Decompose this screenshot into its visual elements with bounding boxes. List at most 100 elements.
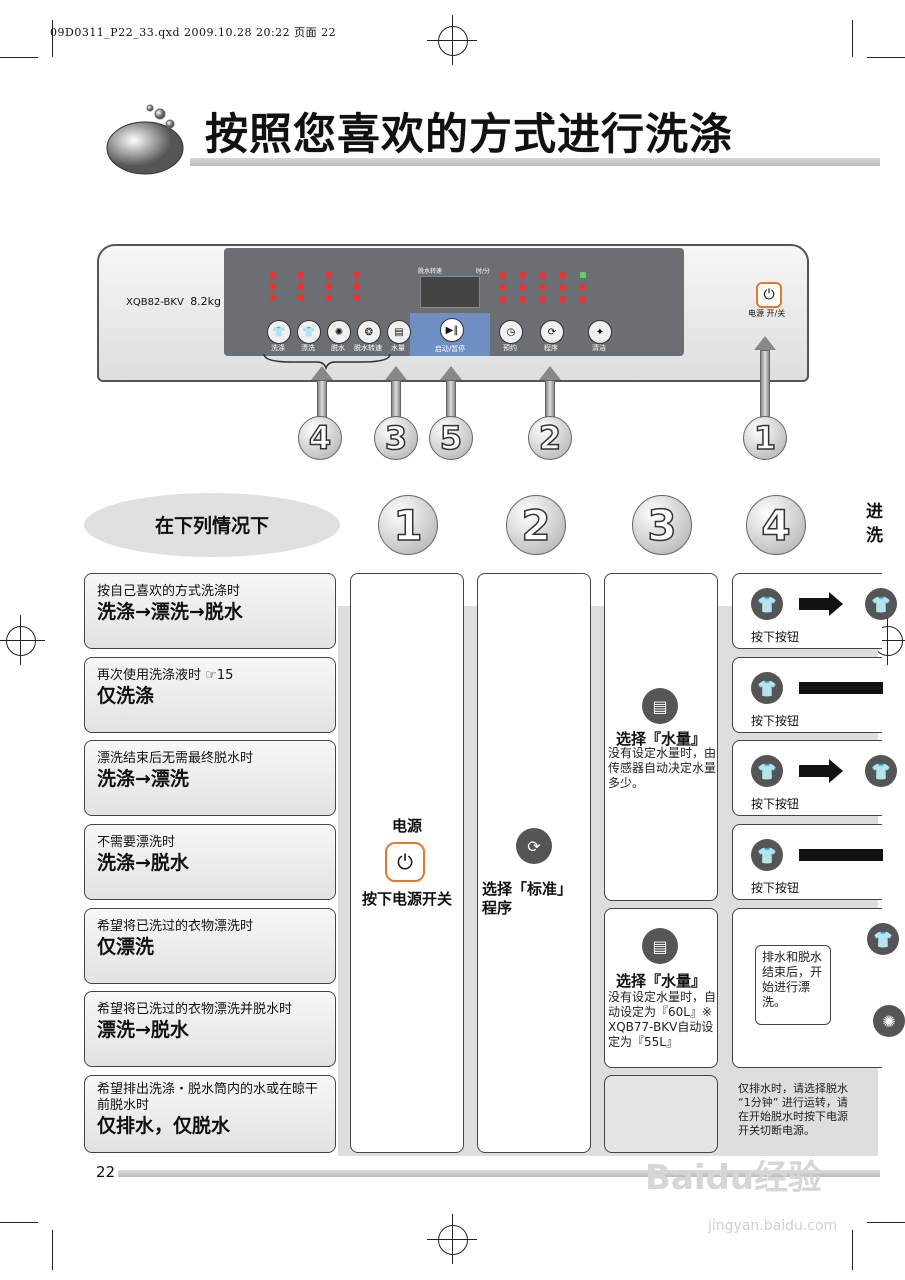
bar-line bbox=[799, 849, 883, 861]
arrow-shaft bbox=[446, 380, 456, 420]
condition-card: 希望排出洗涤・脱水筒内的水或在晾干前脱水时 仅排水，仅脱水 bbox=[84, 1075, 336, 1153]
crop-mark bbox=[0, 1222, 38, 1223]
spin-icon: ✺ bbox=[873, 1005, 905, 1037]
registration-mark bbox=[0, 615, 45, 665]
spin-button[interactable]: ✺ bbox=[327, 320, 351, 344]
wash-icon: 👕 bbox=[751, 672, 783, 704]
step-number: 1 bbox=[378, 495, 438, 555]
program-button[interactable]: ⟳ bbox=[540, 320, 564, 344]
spin-speed-button[interactable]: ❂ bbox=[357, 320, 381, 344]
page-reference: 15 bbox=[216, 668, 234, 683]
timer-button[interactable]: ◷ bbox=[499, 320, 523, 344]
condition-main: 洗涤→漂洗 bbox=[97, 768, 189, 790]
step3b-text: 没有设定水量时，自动设定为『60L』※ XQB77-BKV自动设定为『55L』 bbox=[608, 990, 717, 1049]
condition-sub: 不需要漂洗时 bbox=[97, 835, 176, 850]
condition-main: 仅漂洗 bbox=[97, 936, 155, 958]
water-level-icon: ▤ bbox=[642, 688, 678, 724]
rinse-note: 排水和脱水结束后，开始进行漂洗。 bbox=[762, 950, 823, 1009]
step4-row: 👕 👕 按下按钮 bbox=[732, 573, 897, 649]
wash-icon: 👕 bbox=[751, 755, 783, 787]
step4-row: 👕 按下按钮 bbox=[732, 657, 883, 733]
step5-fragment-char: 洗 bbox=[866, 526, 883, 546]
spin-speed-button-label: 脱水转速 bbox=[354, 344, 382, 352]
program-led-group bbox=[500, 272, 586, 302]
clean-button-label: 清洁 bbox=[592, 344, 606, 352]
page-number: 22 bbox=[96, 1163, 116, 1181]
step2-action: 选择「标准」程序 bbox=[482, 880, 573, 917]
step3a-title: 选择『水量』 bbox=[615, 730, 706, 748]
condition-main: 洗涤→漂洗→脱水 bbox=[97, 601, 243, 623]
crop-mark bbox=[852, 1230, 853, 1270]
press-button-label: 按下按钮 bbox=[751, 881, 800, 895]
rinse-button[interactable]: 👕 bbox=[297, 320, 321, 344]
condition-card: 按自己喜欢的方式洗涤时 洗涤→漂洗→脱水 bbox=[84, 573, 336, 649]
program-icon: ⟳ bbox=[516, 828, 552, 864]
rinse-icon: 👕 bbox=[865, 755, 897, 787]
lcd-label-time: 时/分 bbox=[476, 268, 491, 275]
bar-line bbox=[799, 682, 883, 694]
callout-number: 1 bbox=[743, 416, 787, 460]
water-level-button[interactable]: ▤ bbox=[387, 320, 411, 344]
model-capacity: 8.2kg bbox=[190, 295, 222, 308]
step-number: 4 bbox=[746, 495, 806, 555]
condition-card: 希望将已洗过的衣物漂洗时 仅漂洗 bbox=[84, 908, 336, 984]
watermark-url: jingyan.baidu.com bbox=[708, 1218, 838, 1234]
print-header: 09D0311_P22_33.qxd 2009.10.28 20:22 页面 2… bbox=[50, 26, 337, 39]
crop-mark bbox=[0, 57, 38, 58]
step-number: 2 bbox=[506, 495, 566, 555]
model-code: XQB82-BKV bbox=[126, 297, 184, 308]
step-number: 3 bbox=[632, 495, 692, 555]
arrow-head bbox=[440, 366, 462, 380]
power-button[interactable]: ⏻ bbox=[756, 282, 782, 308]
condition-card: 希望将已洗过的衣物漂洗并脱水时 漂洗→脱水 bbox=[84, 991, 336, 1067]
clean-button[interactable]: ✦ bbox=[588, 320, 612, 344]
lcd-label-speed: 脱水转速 bbox=[418, 268, 443, 275]
step4-row: 👕 按下按钮 bbox=[732, 824, 883, 900]
note-box: 排水和脱水结束后，开始进行漂洗。 bbox=[755, 945, 831, 1025]
arrow-shaft bbox=[391, 380, 401, 420]
rinse-button-label: 漂洗 bbox=[301, 344, 315, 352]
model-label: XQB82-BKV 8.2kg bbox=[126, 295, 221, 308]
registration-mark bbox=[427, 15, 477, 65]
step3b-title: 选择『水量』 bbox=[615, 972, 706, 990]
page-title: 按照您喜欢的方式进行洗涤 bbox=[205, 110, 733, 160]
crop-mark bbox=[867, 1222, 905, 1223]
conditions-header: 在下列情况下 bbox=[154, 515, 269, 537]
step4-row: 👕 👕 按下按钮 bbox=[732, 740, 897, 816]
drain-note: 仅排水时，请选择脱水 “1分钟” 进行运转，请在开始脱水时按下电源开关切断电源。 bbox=[738, 1082, 848, 1137]
condition-main: 漂洗→脱水 bbox=[97, 1019, 189, 1041]
step3-box bbox=[604, 573, 718, 901]
step3a-text: 没有设定水量时，由传感器自动决定水量多少。 bbox=[608, 746, 717, 790]
step5-fragment: 进 洗 bbox=[866, 500, 886, 548]
press-button-label: 按下按钮 bbox=[751, 630, 800, 644]
arrow-shaft bbox=[317, 380, 327, 420]
program-button-label: 程序 bbox=[544, 344, 558, 352]
arrow-right-icon bbox=[829, 759, 843, 783]
condition-main: 洗涤→脱水 bbox=[97, 852, 189, 874]
press-button-label: 按下按钮 bbox=[751, 797, 800, 811]
footer-line bbox=[118, 1170, 880, 1177]
power-icon: ⏻ bbox=[385, 842, 425, 882]
conditions-header-oval bbox=[84, 493, 340, 557]
condition-sub: 漂洗结束后无需最终脱水时 bbox=[97, 751, 254, 766]
lcd-display bbox=[420, 276, 480, 308]
arrow-head bbox=[311, 366, 333, 380]
wash-button-label: 洗涤 bbox=[271, 344, 285, 352]
step3-box-empty bbox=[604, 1075, 718, 1153]
spin-button-label: 脱水 bbox=[331, 344, 345, 352]
arrow-shaft bbox=[760, 350, 770, 420]
start-pause-button[interactable]: ▶‖ bbox=[440, 318, 464, 342]
condition-card: 再次使用洗涤液时 ☞15 仅洗涤 bbox=[84, 657, 336, 733]
led-indicator-group bbox=[270, 272, 360, 300]
rinse-icon: 👕 bbox=[867, 923, 899, 955]
arrow-body bbox=[799, 598, 829, 610]
watermark-brand: Baidu经验 bbox=[645, 1158, 823, 1198]
callout-number: 5 bbox=[429, 416, 473, 460]
crop-mark bbox=[52, 20, 53, 57]
crop-mark bbox=[852, 20, 853, 57]
arrow-head bbox=[539, 366, 561, 380]
wash-button[interactable]: 👕 bbox=[267, 320, 291, 344]
condition-sub: 希望将已洗过的衣物漂洗时 bbox=[97, 919, 254, 934]
condition-sub: 按自己喜欢的方式洗涤时 bbox=[97, 584, 241, 599]
callout-number: 3 bbox=[374, 416, 418, 460]
